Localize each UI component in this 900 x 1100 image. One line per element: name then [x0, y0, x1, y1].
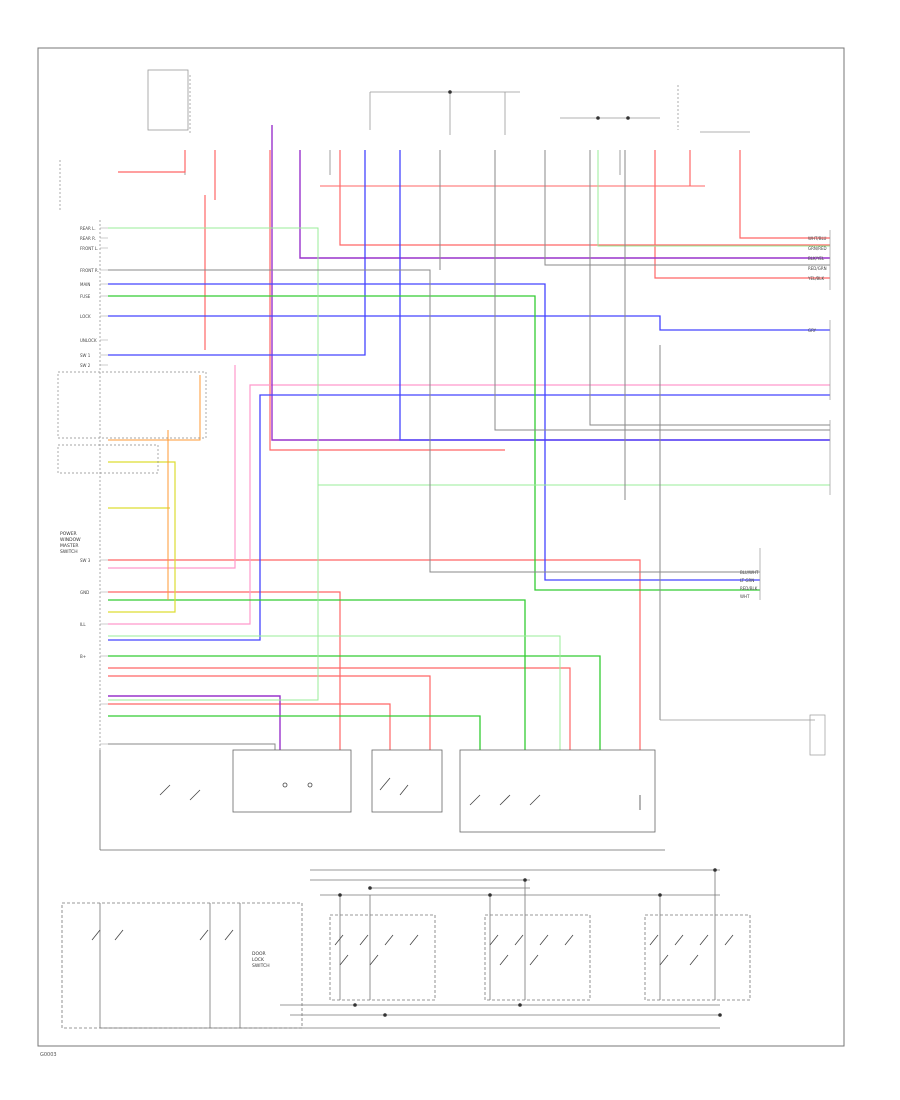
left-label-9: SW 2 — [80, 363, 91, 368]
junction-dots — [338, 90, 722, 1017]
left-label-5: FUSE — [80, 294, 91, 299]
left-label-0: REAR L. — [80, 226, 96, 231]
left-label-8: SW 1 — [80, 353, 91, 358]
left-modules — [57, 160, 207, 750]
r-3: RED/GRN — [808, 266, 827, 271]
window-switch-2 — [484, 914, 591, 1001]
key-cylinder-box — [371, 749, 443, 813]
latch-switch-box — [459, 749, 656, 833]
bl-2: SWITCH — [252, 963, 270, 969]
desc-0: POWER — [60, 531, 77, 537]
rm-3: WHT — [740, 594, 750, 599]
wire-gray-group — [108, 150, 830, 750]
window-switch-1 — [329, 914, 436, 1001]
top-terminals — [184, 150, 741, 175]
left-label-1: REAR R. — [80, 236, 96, 241]
bl-0: DOOR — [252, 951, 266, 957]
left-label-10: SW 3 — [80, 558, 91, 563]
top-connectors — [147, 69, 750, 135]
right-connector — [660, 230, 831, 756]
bottom-switch-row — [61, 869, 751, 1029]
window-switch-3 — [644, 914, 751, 1001]
desc-1: WINDOW — [60, 537, 81, 543]
r-0: WHT/BLU — [808, 236, 827, 241]
left-label-4: MAIN — [80, 282, 90, 287]
desc-2: MASTER — [60, 543, 79, 549]
r-5: GRY — [808, 328, 817, 333]
left-label-7: UNLOCK — [80, 338, 97, 343]
r-4: YEL/BLK — [807, 276, 825, 281]
r-1: GRN/RED — [808, 246, 827, 251]
left-label-11: GND — [80, 590, 89, 595]
left-label-2: FRONT L. — [80, 246, 98, 251]
desc-3: SWITCH — [60, 549, 78, 555]
r-2: BLK/YEL — [808, 256, 825, 261]
diagram-frame — [37, 47, 845, 1047]
right-mid-labels: BLU/WHT LT GRN RED/BLK WHT — [740, 570, 759, 599]
bottom-left-labels: DOOR LOCK SWITCH — [252, 951, 270, 969]
rm-2: RED/BLK — [740, 586, 758, 591]
wire-lightgreen-group — [108, 150, 830, 750]
rm-0: BLU/WHT — [740, 570, 759, 575]
wire-blue-group — [108, 150, 830, 641]
left-label-6: LOCK — [80, 314, 91, 319]
wire-pink-group — [108, 365, 830, 625]
footer-code: G0003 — [40, 1052, 57, 1058]
bottom-switch-contacts — [91, 929, 734, 966]
left-stack-labels: REAR L. REAR R. FRONT L. FRONT R. MAIN F… — [80, 226, 99, 659]
wire-green-group — [108, 295, 760, 750]
left-label-3: FRONT R. — [80, 268, 99, 273]
left-label-13: B+ — [80, 654, 86, 659]
rm-1: LT GRN — [740, 578, 754, 583]
left-desc-labels: POWER WINDOW MASTER SWITCH — [60, 531, 81, 555]
right-stack-labels: WHT/BLU GRN/RED BLK/YEL RED/GRN YEL/BLK … — [807, 236, 827, 333]
switch-contacts — [159, 777, 641, 810]
wire-orange-group — [108, 375, 201, 600]
bl-1: LOCK — [252, 957, 265, 963]
wire-red-group — [108, 150, 830, 750]
wire-yellow-group — [108, 461, 176, 613]
switch-module-row — [99, 749, 665, 851]
left-label-12: ILL — [80, 622, 86, 627]
door-lock-actuator-box — [232, 749, 352, 813]
left-connector-pins — [100, 227, 108, 745]
